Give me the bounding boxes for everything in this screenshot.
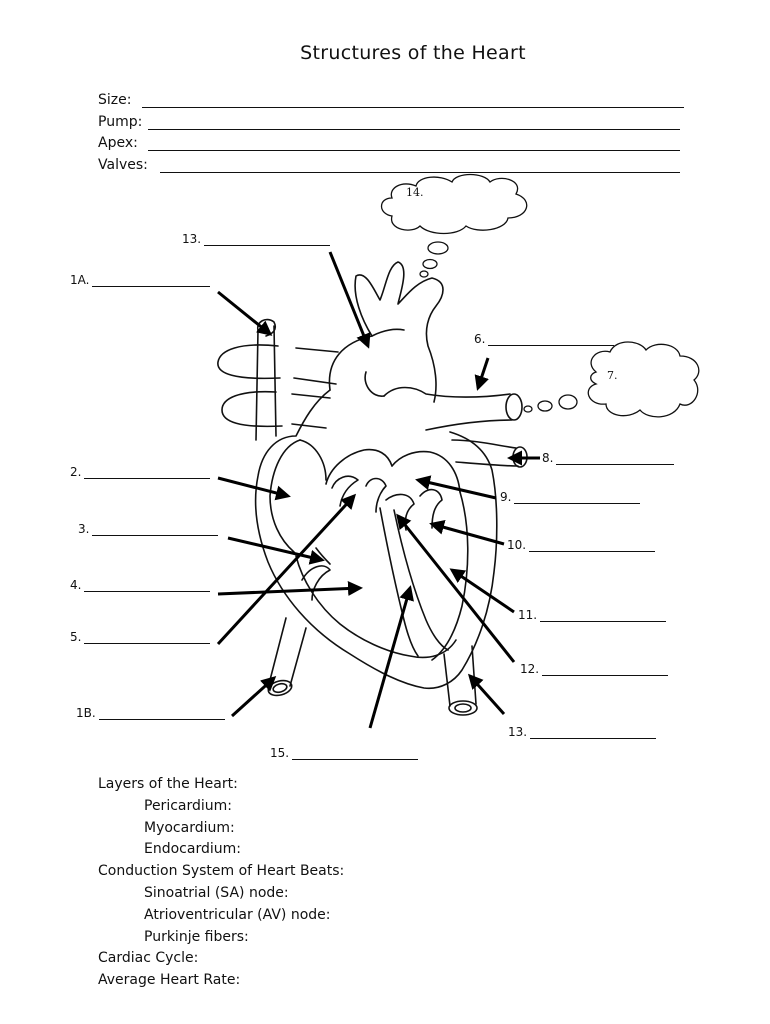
- label-12-text: 12.: [520, 662, 540, 676]
- label-15-blank[interactable]: [292, 749, 419, 760]
- apex-field[interactable]: Apex:: [98, 135, 688, 155]
- label-4[interactable]: 4.: [70, 578, 211, 592]
- label-5-text: 5.: [70, 630, 82, 644]
- label-1a[interactable]: 1A.: [70, 273, 211, 287]
- arrow-4: [217, 581, 363, 596]
- arrow-10: [429, 519, 505, 546]
- valves-label: Valves:: [98, 157, 148, 173]
- label-1b[interactable]: 1B.: [76, 706, 225, 720]
- label-13-bottom[interactable]: 13.: [508, 725, 657, 739]
- size-field[interactable]: Size:: [98, 92, 688, 112]
- arrow-1b: [230, 675, 277, 718]
- apex-label: Apex:: [98, 135, 138, 151]
- label-6-blank[interactable]: [488, 335, 615, 346]
- cloud-14-number: 14.: [406, 186, 424, 199]
- label-1b-text: 1B.: [76, 706, 96, 720]
- arrow-2: [217, 476, 291, 501]
- label-11-blank[interactable]: [540, 611, 667, 622]
- label-6[interactable]: 6.: [474, 332, 615, 346]
- label-1a-text: 1A.: [70, 273, 90, 287]
- page-title: Structures of the Heart: [300, 42, 526, 64]
- conduction-heading: Conduction System of Heart Beats:: [98, 863, 345, 880]
- size-blank[interactable]: [142, 107, 684, 108]
- label-9[interactable]: 9.: [500, 490, 641, 504]
- label-8-text: 8.: [542, 451, 554, 465]
- arrow-12: [396, 513, 516, 663]
- arrow-15: [368, 585, 414, 729]
- valves-blank[interactable]: [160, 172, 680, 173]
- label-13-top[interactable]: 13.: [182, 232, 331, 246]
- label-13-bottom-text: 13.: [508, 725, 528, 739]
- pump-field[interactable]: Pump:: [98, 114, 688, 134]
- label-3[interactable]: 3.: [78, 522, 219, 536]
- layers-heading: Layers of the Heart:: [98, 776, 238, 792]
- arrow-6: [474, 357, 490, 391]
- label-8-blank[interactable]: [556, 454, 675, 465]
- label-3-blank[interactable]: [92, 525, 219, 536]
- valves-field[interactable]: Valves:: [98, 157, 688, 177]
- pump-label: Pump:: [98, 114, 143, 130]
- label-2[interactable]: 2.: [70, 465, 211, 479]
- endocardium-item: Endocardium:: [144, 841, 241, 858]
- label-15-text: 15.: [270, 746, 290, 760]
- label-2-text: 2.: [70, 465, 82, 479]
- label-2-blank[interactable]: [84, 468, 211, 479]
- thought-cloud-7: [523, 341, 700, 418]
- label-6-text: 6.: [474, 332, 486, 346]
- arrow-1a: [217, 290, 273, 336]
- pump-blank[interactable]: [148, 129, 680, 130]
- label-1a-blank[interactable]: [92, 276, 211, 287]
- label-9-text: 9.: [500, 490, 512, 504]
- label-12-blank[interactable]: [542, 665, 669, 676]
- label-13-bottom-blank[interactable]: [530, 728, 657, 739]
- size-label: Size:: [98, 92, 132, 108]
- label-8[interactable]: 8.: [542, 451, 675, 465]
- pointer-arrows: [216, 251, 540, 729]
- arrow-9: [415, 475, 497, 500]
- arrow-13-top: [328, 251, 371, 349]
- label-15[interactable]: 15.: [270, 746, 419, 760]
- av-node-item: Atrioventricular (AV) node:: [144, 906, 331, 923]
- arrow-3: [227, 536, 325, 565]
- pericardium-item: Pericardium:: [144, 797, 232, 814]
- label-10-blank[interactable]: [529, 541, 656, 552]
- label-11[interactable]: 11.: [518, 608, 667, 622]
- label-1b-blank[interactable]: [98, 709, 225, 720]
- label-9-blank[interactable]: [514, 493, 641, 504]
- thought-cloud-14: [380, 173, 528, 278]
- label-10-text: 10.: [507, 538, 527, 552]
- apex-blank[interactable]: [148, 150, 680, 151]
- label-10[interactable]: 10.: [507, 538, 656, 552]
- label-13-top-text: 13.: [182, 232, 202, 246]
- cardiac-cycle-item: Cardiac Cycle:: [98, 950, 199, 967]
- label-12[interactable]: 12.: [520, 662, 669, 676]
- purkinje-item: Purkinje fibers:: [144, 928, 249, 945]
- label-4-text: 4.: [70, 578, 82, 592]
- arrow-5: [216, 493, 357, 646]
- myocardium-item: Myocardium:: [144, 819, 235, 836]
- label-13-top-blank[interactable]: [204, 235, 331, 246]
- label-3-text: 3.: [78, 522, 90, 536]
- label-11-text: 11.: [518, 608, 538, 622]
- label-4-blank[interactable]: [84, 581, 211, 592]
- sa-node-item: Sinoatrial (SA) node:: [144, 884, 289, 901]
- label-5-blank[interactable]: [84, 633, 211, 644]
- notes-section: Layers of the Heart: Pericardium: Myocar…: [98, 774, 344, 992]
- heart-rate-item: Average Heart Rate:: [98, 972, 241, 989]
- label-5[interactable]: 5.: [70, 630, 211, 644]
- arrow-11: [449, 568, 515, 614]
- arrow-13-bottom: [467, 673, 506, 716]
- cloud-7-number: 7.: [607, 369, 618, 382]
